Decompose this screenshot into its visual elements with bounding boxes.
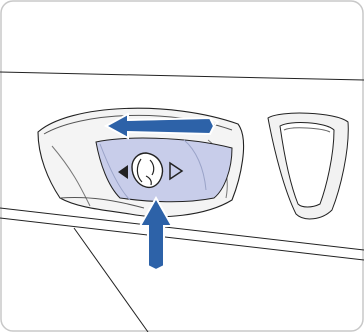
trim-line-1 [0, 207, 364, 251]
left-triangle-icon [118, 165, 128, 179]
horizontal-arrow-icon [103, 112, 220, 140]
right-switch [267, 112, 349, 220]
panel-line-top [0, 71, 364, 81]
seat-adjust-icon [131, 152, 164, 189]
vertical-arrow-icon [138, 195, 174, 272]
knob-face [95, 137, 233, 203]
right-triangle-icon [169, 161, 184, 181]
trim-line-2 [0, 217, 364, 261]
trim-line-diagonal [73, 227, 149, 332]
